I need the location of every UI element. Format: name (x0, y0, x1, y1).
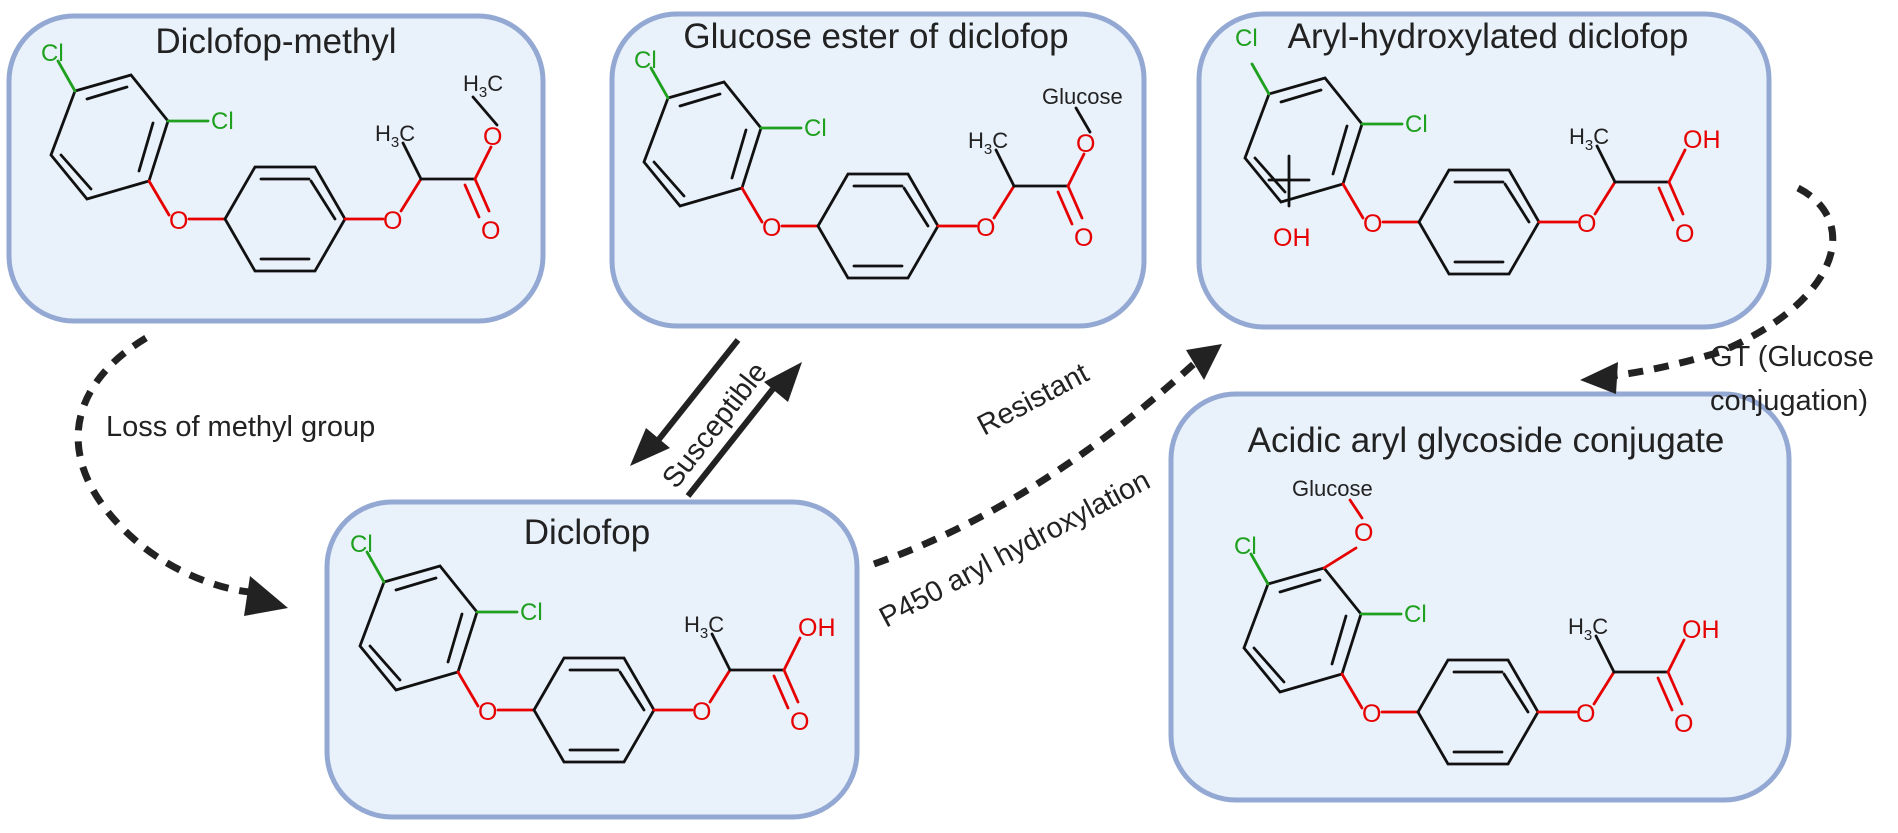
chlorine-atom: Cl (1405, 111, 1428, 138)
edge-label-susceptible: Susceptible (656, 356, 774, 494)
oxygen-atom: O (483, 123, 502, 151)
methyl-group: H3C (968, 128, 1008, 158)
node-title: Diclofop-methyl (155, 22, 396, 61)
node-glucose-ester: Glucose ester of diclofop Cl Cl O O O O … (609, 11, 1147, 329)
oxygen-atom: O (762, 214, 781, 242)
oxygen-atom: O (790, 708, 809, 736)
oxygen-atom: O (1363, 210, 1382, 238)
oxygen-atom: O (1362, 700, 1381, 728)
oxygen-atom: O (481, 217, 500, 245)
edge-label-loss-of-methyl: Loss of methyl group (106, 411, 375, 443)
chlorine-atom: Cl (1235, 25, 1258, 52)
node-box (609, 11, 1147, 329)
glucose-label: Glucose (1042, 84, 1123, 109)
oxygen-atom: O (976, 214, 995, 242)
oxygen-atom: O (1674, 710, 1693, 738)
edge-label-p450: P450 aryl hydroxylation (874, 464, 1155, 634)
chlorine-atom: Cl (520, 599, 543, 626)
node-box (324, 499, 860, 820)
hydroxyl-group: OH (1682, 616, 1720, 644)
arrow-susceptible-up (685, 362, 802, 498)
oxygen-atom: O (478, 698, 497, 726)
oxygen-atom: O (1354, 519, 1373, 547)
ester-methyl-group: H3C (463, 71, 503, 101)
chlorine-atom: Cl (41, 40, 64, 67)
node-title: Glucose ester of diclofop (683, 17, 1068, 56)
hydroxyl-group: OH (1683, 126, 1721, 154)
arrow-loss-of-methyl: Loss of methyl group (74, 335, 375, 616)
oxygen-atom: O (1074, 224, 1093, 252)
node-acidic-aryl-glycoside-conjugate: Acidic aryl glycoside conjugate Cl Cl O … (1168, 391, 1792, 803)
hydroxyl-group: OH (1273, 224, 1311, 252)
node-title: Acidic aryl glycoside conjugate (1248, 421, 1725, 460)
node-diclofop-methyl: Diclofop-methyl Cl Cl O O O O H3C H3C (6, 13, 546, 324)
arrow-p450-resistant (872, 344, 1222, 568)
edge-label-resistant: Resistant (972, 357, 1094, 442)
node-title: Diclofop (524, 513, 650, 552)
node-box (6, 13, 546, 324)
chlorine-atom: Cl (1404, 601, 1427, 628)
edge-label-gt-line1: GT (Glucose (1710, 341, 1874, 373)
arrow-susceptible-down (630, 338, 741, 466)
node-diclofop: Diclofop Cl Cl O O O OH H3C (324, 499, 860, 820)
methyl-group: H3C (1569, 124, 1609, 154)
oxygen-atom: O (1576, 700, 1595, 728)
chlorine-atom: Cl (804, 115, 827, 142)
arrow-glucose-conjugation: GT (Glucose conjugation) (1580, 184, 1874, 417)
chlorine-atom: Cl (350, 531, 373, 558)
oxygen-atom: O (1577, 210, 1596, 238)
methyl-group: H3C (684, 612, 724, 642)
oxygen-atom: O (169, 207, 188, 235)
chlorine-atom: Cl (1234, 533, 1257, 560)
methyl-group: H3C (1568, 614, 1608, 644)
oxygen-atom: O (1076, 130, 1095, 158)
glucose-label: Glucose (1292, 476, 1373, 501)
hydroxyl-group: OH (798, 614, 836, 642)
chlorine-atom: Cl (634, 47, 657, 74)
node-aryl-hydroxylated-diclofop: Aryl-hydroxylated diclofop Cl Cl OH O O … (1196, 11, 1772, 330)
oxygen-atom: O (383, 207, 402, 235)
chlorine-atom: Cl (211, 108, 234, 135)
node-box (1168, 391, 1792, 803)
edge-label-gt-line2: conjugation) (1710, 385, 1868, 417)
oxygen-atom: O (692, 698, 711, 726)
node-title: Aryl-hydroxylated diclofop (1288, 17, 1689, 56)
oxygen-atom: O (1675, 220, 1694, 248)
methyl-group: H3C (375, 121, 415, 151)
